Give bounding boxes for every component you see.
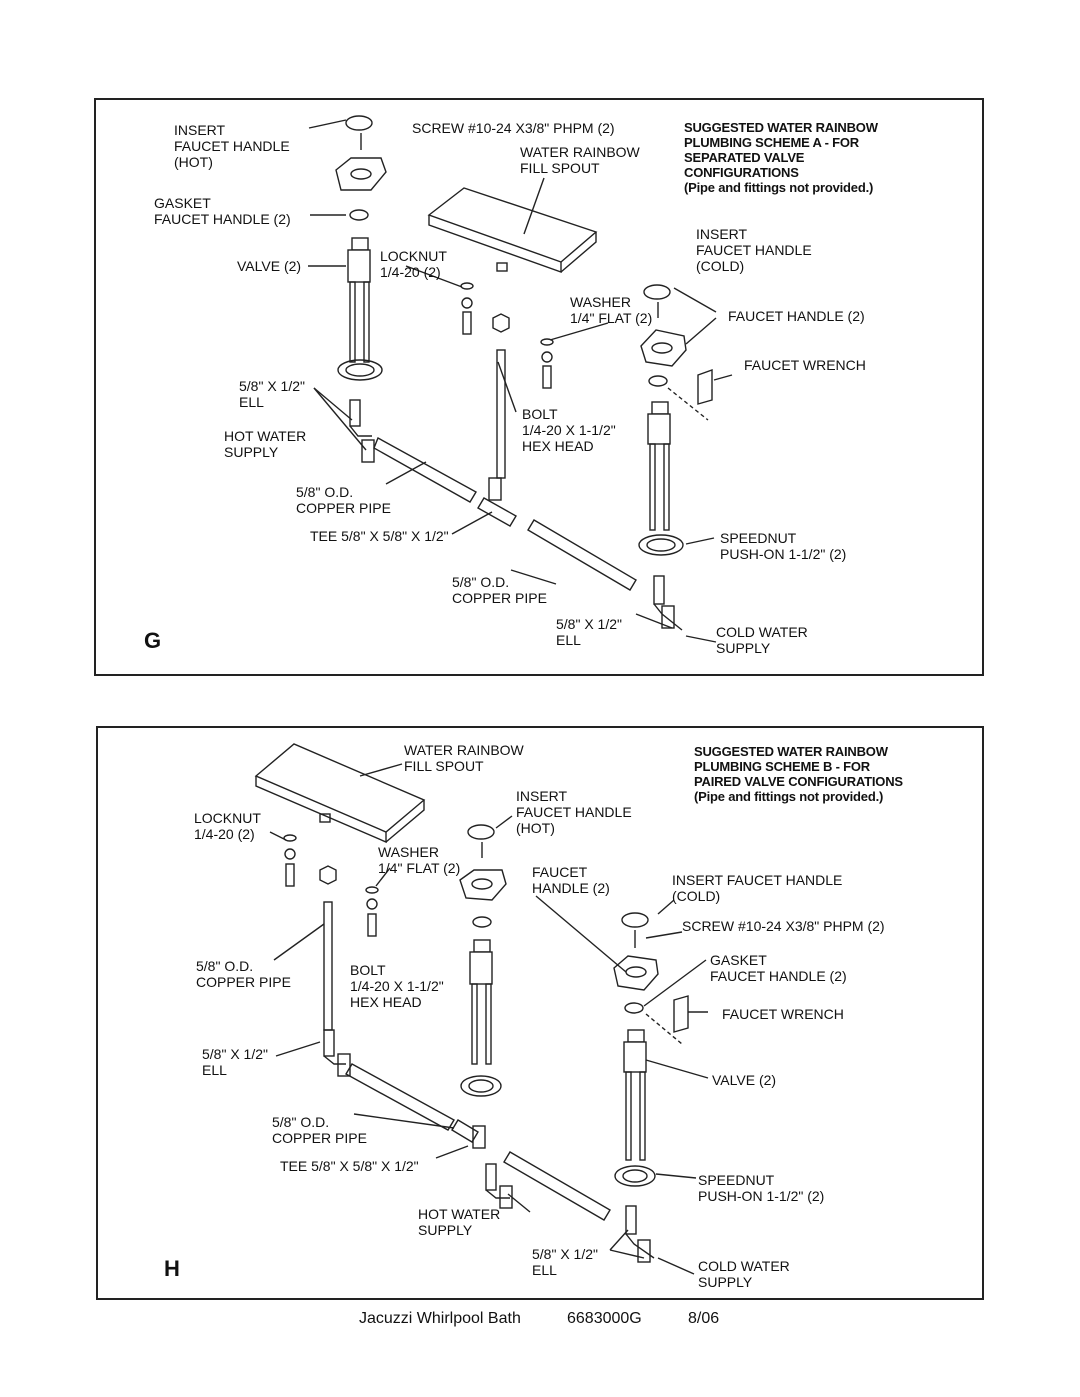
- label-faucet-wrench: FAUCET WRENCH: [722, 1006, 844, 1022]
- label-fill-spout: WATER RAINBOW FILL SPOUT: [404, 742, 524, 774]
- panel-title: SUGGESTED WATER RAINBOW PLUMBING SCHEME …: [684, 120, 878, 195]
- label-bolt: BOLT 1/4-20 X 1-1/2" HEX HEAD: [350, 962, 444, 1010]
- label-tee: TEE 5/8" X 5/8" X 1/2": [280, 1158, 419, 1174]
- footer-date: 8/06: [688, 1310, 720, 1327]
- label-tee: TEE 5/8" X 5/8" X 1/2": [310, 528, 449, 544]
- label-copper-pipe-2: 5/8" O.D. COPPER PIPE: [272, 1114, 367, 1146]
- label-copper-pipe-1: 5/8" O.D. COPPER PIPE: [296, 484, 391, 516]
- diagram-panel-g: INSERT FAUCET HANDLE (HOT) SCREW #10-24 …: [94, 98, 984, 676]
- label-washer: WASHER 1/4" FLAT (2): [378, 844, 461, 876]
- label-hot-supply: HOT WATER SUPPLY: [418, 1206, 501, 1238]
- plumbing-scheme-b-drawing: [254, 743, 709, 1275]
- label-screw: SCREW #10-24 X3/8" PHPM (2): [682, 918, 885, 934]
- label-gasket: GASKET FAUCET HANDLE (2): [710, 952, 847, 984]
- label-screw: SCREW #10-24 X3/8" PHPM (2): [412, 120, 615, 136]
- label-ell-cold: 5/8" X 1/2" ELL: [556, 616, 622, 648]
- label-speednut: SPEEDNUT PUSH-ON 1-1/2" (2): [720, 530, 847, 562]
- label-cold-supply: COLD WATER SUPPLY: [698, 1258, 790, 1290]
- label-valve: VALVE (2): [712, 1072, 777, 1088]
- label-fill-spout: WATER RAINBOW FILL SPOUT: [520, 144, 640, 176]
- label-copper-pipe-1: 5/8" O.D. COPPER PIPE: [196, 958, 291, 990]
- label-ell-2: 5/8" X 1/2" ELL: [532, 1246, 598, 1278]
- label-cold-supply: COLD WATER SUPPLY: [716, 624, 808, 656]
- label-faucet-handle: FAUCET HANDLE (2): [728, 308, 865, 324]
- label-locknut: LOCKNUT 1/4-20 (2): [194, 810, 261, 842]
- label-insert-hot: INSERT FAUCET HANDLE (HOT): [516, 788, 632, 836]
- label-washer: WASHER 1/4" FLAT (2): [570, 294, 653, 326]
- diagram-panel-h: WATER RAINBOW FILL SPOUT SUGGESTED WATER…: [96, 726, 984, 1300]
- label-locknut: LOCKNUT 1/4-20 (2): [380, 248, 447, 280]
- label-hot-supply: HOT WATER SUPPLY: [224, 428, 307, 460]
- label-insert-hot: INSERT FAUCET HANDLE (HOT): [174, 122, 290, 170]
- footer-product: Jacuzzi Whirlpool Bath: [359, 1310, 521, 1327]
- label-ell-hot: 5/8" X 1/2" ELL: [239, 378, 305, 410]
- plumbing-scheme-a-drawing: [308, 115, 733, 643]
- panel-title: SUGGESTED WATER RAINBOW PLUMBING SCHEME …: [694, 744, 903, 804]
- label-insert-cold: INSERT FAUCET HANDLE (COLD): [696, 226, 812, 274]
- label-insert-cold: INSERT FAUCET HANDLE (COLD): [672, 872, 843, 904]
- label-faucet-wrench: FAUCET WRENCH: [744, 357, 866, 373]
- label-gasket: GASKET FAUCET HANDLE (2): [154, 195, 291, 227]
- label-speednut: SPEEDNUT PUSH-ON 1-1/2" (2): [698, 1172, 825, 1204]
- label-bolt: BOLT 1/4-20 X 1-1/2" HEX HEAD: [522, 406, 616, 454]
- panel-letter: G: [144, 628, 162, 653]
- label-ell-1: 5/8" X 1/2" ELL: [202, 1046, 268, 1078]
- panel-letter: H: [164, 1256, 180, 1281]
- label-copper-pipe-2: 5/8" O.D. COPPER PIPE: [452, 574, 547, 606]
- footer-part-number: 6683000G: [567, 1310, 642, 1327]
- label-valve: VALVE (2): [237, 258, 302, 274]
- label-faucet-handle: FAUCET HANDLE (2): [532, 864, 610, 896]
